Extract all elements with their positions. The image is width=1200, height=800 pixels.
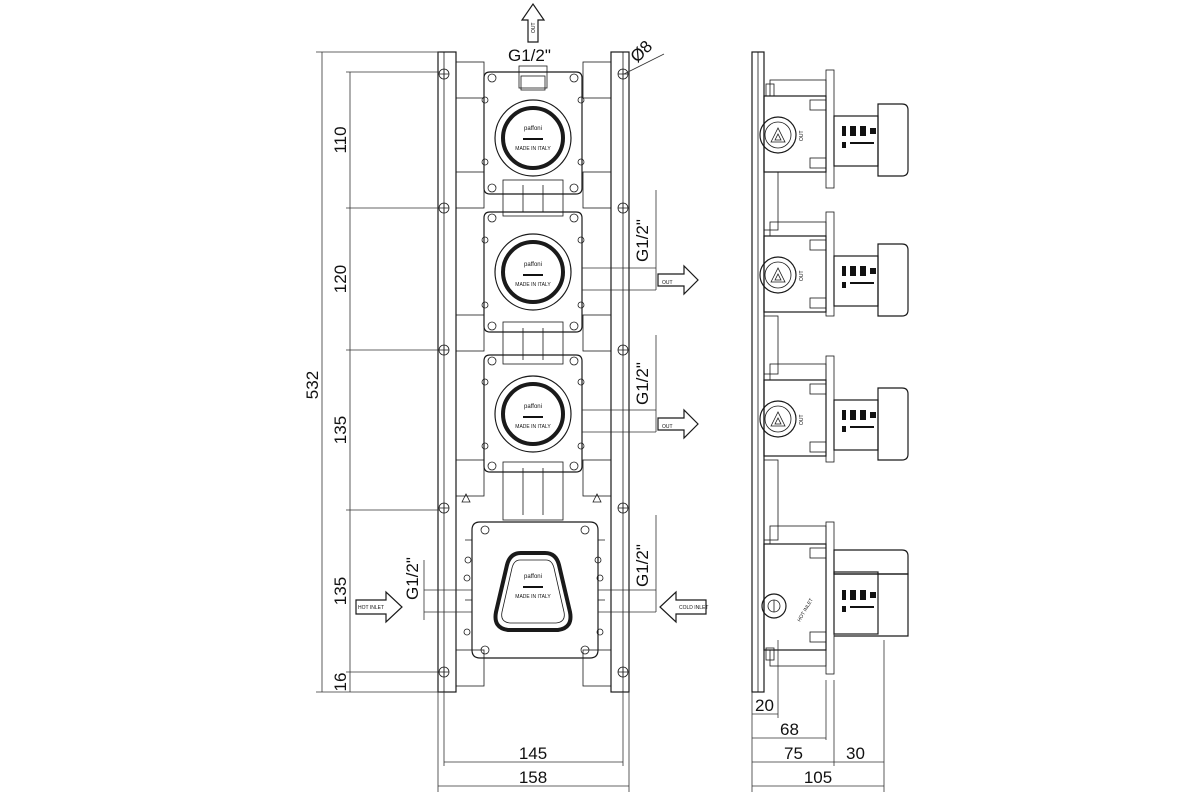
left-rail xyxy=(437,51,457,693)
cold-inlet-label: COLD INLET xyxy=(679,605,708,611)
dim-outer-width: 158 xyxy=(519,768,547,787)
dim-spacing-4: 135 xyxy=(331,577,350,605)
dim-side-68: 68 xyxy=(780,720,799,739)
out-label-2: OUT xyxy=(662,424,673,430)
front-view: paffoni MADE IN ITALY paffoni MADE IN IT… xyxy=(303,2,708,792)
module-3: paffoni MADE IN ITALY xyxy=(481,354,585,473)
side-out-label-1: OUT xyxy=(799,130,805,141)
dim-spacing-2: 120 xyxy=(331,265,350,293)
dim-side-75: 75 xyxy=(784,744,803,763)
vertical-dimension-lines xyxy=(316,51,440,693)
right-thread-label-1: G1/2" xyxy=(633,219,652,262)
right-thread-label-2: G1/2" xyxy=(633,362,652,405)
cold-inlet-arrow xyxy=(659,590,707,624)
module-brand: paffoni xyxy=(524,262,542,268)
dim-inner-width: 145 xyxy=(519,744,547,763)
right-rail xyxy=(610,51,630,693)
module-4: paffoni MADE IN ITALY xyxy=(463,521,605,659)
module-brand: paffoni xyxy=(524,126,542,132)
module-made-in: MADE IN ITALY xyxy=(515,424,551,430)
side-out-label-2: OUT xyxy=(799,270,805,281)
out-arrow-2 xyxy=(657,408,699,440)
rail-holes xyxy=(438,68,629,678)
module-1: paffoni MADE IN ITALY xyxy=(481,71,585,195)
dim-total-height: 532 xyxy=(303,371,322,399)
side-dimension-lines xyxy=(751,640,885,792)
out-arrow-1 xyxy=(657,264,699,296)
dim-side-20: 20 xyxy=(755,696,774,715)
dim-side-30: 30 xyxy=(846,744,865,763)
module-2: paffoni MADE IN ITALY xyxy=(481,211,585,333)
module-brand: paffoni xyxy=(524,404,542,410)
right-thread-label-3: G1/2" xyxy=(633,544,652,587)
right-connections xyxy=(582,190,657,613)
left-thread-label: G1/2" xyxy=(403,557,422,600)
side-cartridges xyxy=(833,103,909,637)
module-made-in: MADE IN ITALY xyxy=(515,594,551,600)
side-view: OUT OUT OUT HOT INLET xyxy=(751,51,909,792)
top-thread-label: G1/2" xyxy=(508,46,551,65)
hot-inlet-arrow xyxy=(355,590,403,624)
side-ports xyxy=(759,116,797,619)
side-hot-inlet-label: HOT INLET xyxy=(797,597,815,623)
module-brand: paffoni xyxy=(524,574,542,580)
top-out-label: OUT xyxy=(531,22,537,33)
dim-bottom-offset: 16 xyxy=(331,673,350,692)
dim-spacing-3: 135 xyxy=(331,416,350,444)
top-out-arrow xyxy=(520,2,546,43)
hot-inlet-label: HOT INLET xyxy=(358,605,384,611)
hole-diameter-label: Ø8 xyxy=(627,37,656,66)
out-label-1: OUT xyxy=(662,280,673,286)
horizontal-dimension-lines xyxy=(437,692,630,792)
dim-side-105: 105 xyxy=(804,768,832,787)
module-made-in: MADE IN ITALY xyxy=(515,282,551,288)
side-out-label-3: OUT xyxy=(799,414,805,425)
dim-spacing-1: 110 xyxy=(331,126,350,153)
module-made-in: MADE IN ITALY xyxy=(515,146,551,152)
